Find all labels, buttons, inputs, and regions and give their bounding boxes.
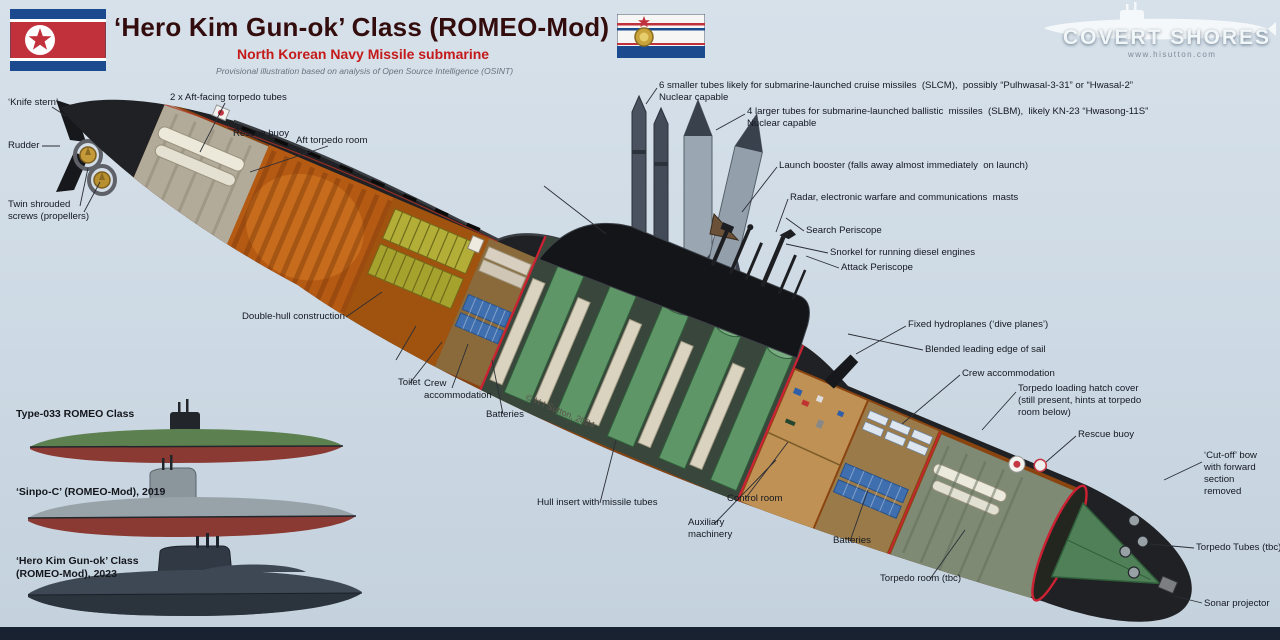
callout-text: 2 x Aft-facing torpedo tubes xyxy=(170,92,287,103)
navy-ensign-icon xyxy=(617,14,705,58)
rescue-buoy-icon xyxy=(1033,458,1048,473)
callout-sonar-projector: Sonar projector xyxy=(1204,598,1270,610)
callout-text: Twin shrouded screws (propellers) xyxy=(8,199,90,222)
callout-torpedo-tubes-fwd: Torpedo Tubes (tbc) xyxy=(1196,542,1280,554)
callout-hydroplanes: Fixed hydroplanes (‘dive planes’) xyxy=(908,319,1048,331)
callout-twin-screws: Twin shrouded screws (propellers) xyxy=(8,199,89,223)
periscope-masts xyxy=(710,222,807,300)
callout-text: Toilet xyxy=(398,377,421,388)
callout-slbm-tubes: 4 larger tubes for submarine-launched ba… xyxy=(747,106,1148,130)
page-subtitle: North Korean Navy Missile submarine xyxy=(237,46,490,62)
sail xyxy=(538,222,810,359)
callout-control-room: Control room xyxy=(727,493,782,505)
footer-bar xyxy=(0,627,1280,640)
callout-crew-accommodation-fwd: Crew accommodation xyxy=(962,368,1055,380)
callout-text: ‘Knife stern’ xyxy=(8,97,59,108)
comparison-label-herokim: ‘Hero Kim Gun-ok’ Class (ROMEO-Mod), 202… xyxy=(16,555,139,580)
callout-text: Attack Periscope xyxy=(841,262,913,273)
callout-double-hull: Double-hull construction xyxy=(242,311,345,323)
callout-text: Auxiliary machinery xyxy=(688,517,733,540)
covert-shores-logo-text: COVERT SHORES xyxy=(1063,26,1272,49)
callout-batteries-fwd: Batteries xyxy=(833,535,871,547)
torpedo-tube-openings xyxy=(1119,514,1149,579)
callout-knife-stern: ‘Knife stern’ xyxy=(8,97,58,109)
callout-text: Control room xyxy=(727,493,783,504)
callout-search-periscope: Search Periscope xyxy=(806,225,882,237)
callout-hull-insert: Hull insert with missile tubes xyxy=(537,497,658,509)
callout-launch-booster: Launch booster (falls away almost immedi… xyxy=(779,160,1028,172)
callout-aux-machinery: Auxiliary machinery xyxy=(688,517,732,541)
callout-text: Blended leading edge of sail xyxy=(925,344,1046,355)
callout-text: Fixed hydroplanes (‘dive planes’) xyxy=(908,319,1049,330)
callout-text: Crew accommodation xyxy=(424,378,492,401)
callout-text: 4 larger tubes for submarine-launched ba… xyxy=(747,106,1149,117)
callout-batteries-aft: Batteries xyxy=(486,409,524,421)
comparison-profile-type033 xyxy=(29,399,344,463)
covert-shores-logo-art xyxy=(1044,2,1276,40)
callout-attack-periscope: Attack Periscope xyxy=(841,262,913,274)
callout-text: Batteries xyxy=(486,409,524,420)
callout-text: Radar, electronic warfare and communicat… xyxy=(790,192,1019,203)
callout-cutoff-bow: ‘Cut-off’ bow with forward section remov… xyxy=(1204,450,1257,498)
callout-masts: Radar, electronic warfare and communicat… xyxy=(790,192,1018,204)
callout-text: Aft torpedo room xyxy=(296,135,368,146)
callout-text: Snorkel for running diesel engines xyxy=(830,247,976,258)
callout-text: 6 smaller tubes likely for submarine-lau… xyxy=(659,80,1133,91)
comparison-profile-sinpoc xyxy=(27,455,357,537)
north-korea-flag-icon xyxy=(10,9,106,71)
bow-sonar-cone xyxy=(1031,484,1179,602)
callout-subtext: Nuclear capable xyxy=(659,91,729,103)
comparison-profile-herokim xyxy=(27,533,363,616)
callout-rudder: Rudder xyxy=(8,140,39,152)
page-title: ‘Hero Kim Gun-ok’ Class (ROMEO-Mod) xyxy=(114,12,610,42)
callout-rescue-buoy-aft: Rescue buoy xyxy=(233,128,289,140)
callout-text: Sonar projector xyxy=(1204,598,1270,609)
header: ‘Hero Kim Gun-ok’ Class (ROMEO-Mod) Nort… xyxy=(0,0,1280,90)
callout-text: Torpedo room (tbc) xyxy=(880,573,962,584)
callout-text: Rescue buoy xyxy=(1078,429,1134,440)
callout-snorkel: Snorkel for running diesel engines xyxy=(830,247,975,259)
callout-text: Rescue buoy xyxy=(233,128,289,139)
hydroplane-fin xyxy=(824,354,859,389)
callout-torpedo-hatch: Torpedo loading hatch cover (still prese… xyxy=(1018,383,1141,419)
callout-slcm-tubes: 6 smaller tubes likely for submarine-lau… xyxy=(659,80,1133,104)
callout-text: ‘Cut-off’ bow with forward section remov… xyxy=(1204,450,1257,497)
callout-sail-leading-edge: Blended leading edge of sail xyxy=(925,344,1046,356)
callout-text: Hull insert with missile tubes xyxy=(537,497,658,508)
callout-text: Batteries xyxy=(833,535,871,546)
comparison-label-type033: Type-033 ROMEO Class xyxy=(16,408,135,420)
callout-aft-torpedo-tubes: 2 x Aft-facing torpedo tubes xyxy=(170,92,287,104)
callout-crew-accommodation-aft: Crew accommodation xyxy=(424,378,492,402)
callout-toilet: Toilet xyxy=(398,377,420,389)
callout-torpedo-room: Torpedo room (tbc) xyxy=(880,573,961,585)
callout-text: Torpedo loading hatch cover (still prese… xyxy=(1018,383,1142,418)
callout-text: Double-hull construction xyxy=(242,311,345,322)
page-note: Provisional illustration based on analys… xyxy=(216,66,514,76)
callout-aft-torpedo-room: Aft torpedo room xyxy=(296,135,367,147)
callout-rescue-buoy-fwd: Rescue buoy xyxy=(1078,429,1134,441)
comparison-label-sinpoc: ‘Sinpo-C’ (ROMEO-Mod), 2019 xyxy=(16,486,166,498)
callout-text: Launch booster (falls away almost immedi… xyxy=(779,160,1029,171)
callout-text: Crew accommodation xyxy=(962,368,1055,379)
callout-subtext: Nuclear capable xyxy=(747,117,817,129)
callout-text: Torpedo Tubes (tbc) xyxy=(1196,542,1280,553)
callout-text: Search Periscope xyxy=(806,225,882,236)
covert-shores-url: www.hisutton.com xyxy=(1128,50,1217,59)
sonar-projector-art xyxy=(1157,575,1179,595)
callout-text: Rudder xyxy=(8,140,40,151)
